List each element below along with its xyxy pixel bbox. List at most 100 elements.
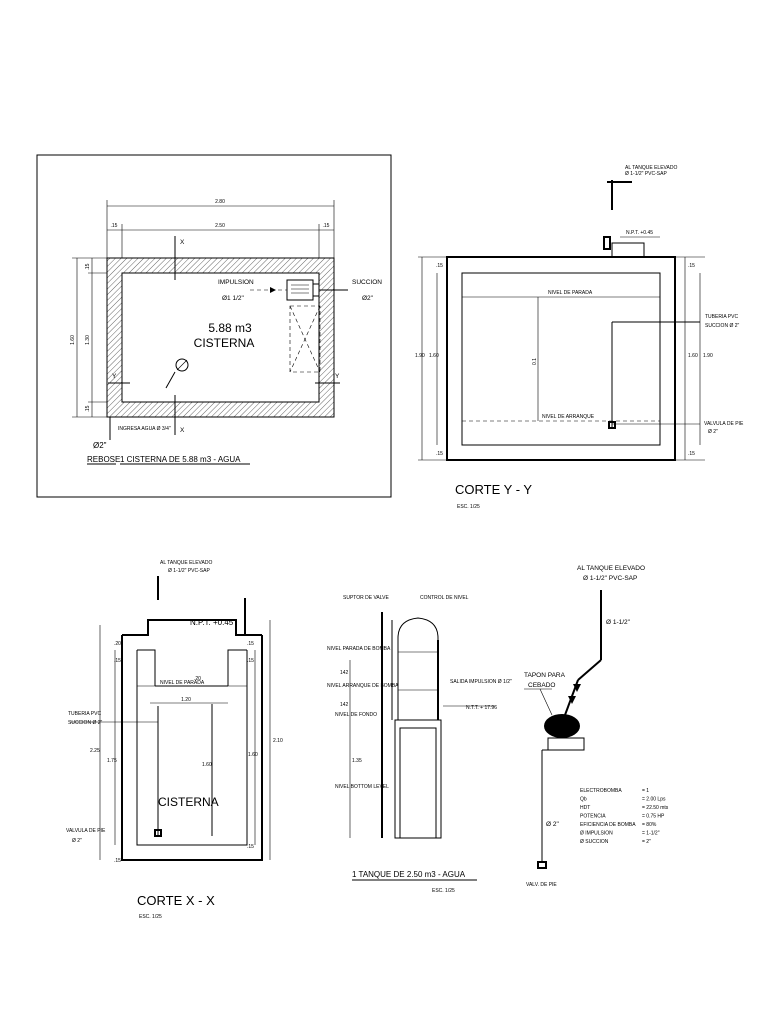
spec-key: Ø SUCCION	[580, 839, 609, 845]
xx-nivel-parada: NIVEL DE PARADA	[160, 680, 205, 686]
yy-scale: ESC. 1/25	[457, 504, 480, 510]
cut-y-label-right: Y	[335, 373, 340, 380]
cistern-name: CISTERNA	[194, 336, 255, 350]
xx-dim-15c: .15	[247, 658, 254, 664]
xx-dim-210: 2.10	[273, 738, 283, 744]
xx-scale: ESC. 1/25	[139, 914, 162, 920]
xx-dim-20: .20	[114, 641, 121, 647]
plan-dim-h3: .15	[85, 263, 91, 270]
corte-xx: AL TANQUE ELEVADO Ø 1-1/2" PVC-SAP N.P.T…	[66, 560, 283, 920]
yy-dim-bot-left: .15	[436, 451, 443, 457]
spec-key: ELECTROBOMBA	[580, 788, 622, 794]
yy-dim-b: 1.60	[429, 353, 439, 359]
xx-al-tanque-pipe: Ø 1-1/2" PVC-SAP	[168, 568, 210, 574]
float-valve-icon	[175, 358, 189, 372]
plan-dim-h2: 1.30	[85, 335, 91, 345]
xx-dim-15d: .15	[114, 858, 121, 864]
check-valve-icon	[573, 684, 581, 692]
spec-key: HDT	[580, 805, 590, 811]
tq-npt: N.T.T. + 17.96	[466, 705, 497, 711]
tq-label-6: SALIDA IMPULSION Ø 1/2"	[450, 679, 512, 685]
motor-icon	[544, 714, 580, 738]
xx-tuberia: TUBERIA PVC	[68, 711, 101, 717]
plan-dim-inner: 2.50	[215, 223, 225, 229]
xx-dim-175: 1.75	[107, 758, 117, 764]
xx-title: CORTE X - X	[137, 893, 215, 908]
tq-scale: ESC. 1/25	[432, 888, 455, 894]
xx-dim-225: 2.25	[90, 748, 100, 754]
tq-label-5: NIVEL DE FONDO	[335, 712, 377, 718]
spec-value: = 1	[642, 788, 649, 794]
cut-x-label-bottom: X	[180, 427, 185, 434]
plan-dim-wall-left: .15	[111, 223, 118, 229]
xx-dim-15b: .15	[247, 641, 254, 647]
bomba-detail: AL TANQUE ELEVADO Ø 1-1/2" PVC-SAP Ø 1-1…	[524, 565, 669, 888]
gate-valve-icon	[568, 696, 576, 704]
xx-npt: N.P.T. +0.45	[190, 618, 234, 627]
succion-label: SUCCION	[352, 279, 382, 286]
spec-value: = 2"	[642, 839, 651, 845]
yy-al-tanque-pipe: Ø 1-1/2" PVC-SAP	[625, 171, 667, 177]
xx-dim-15e: .15	[247, 844, 254, 850]
cistern-volume: 5.88 m3	[208, 321, 252, 335]
yy-title: CORTE Y - Y	[455, 482, 532, 497]
yy-al-tanque: AL TANQUE ELEVADO	[625, 165, 677, 171]
spec-value: = 1-1/2"	[642, 831, 660, 837]
spec-key: EFICIENCIA DE BOMBA	[580, 822, 636, 828]
tq-caption: 1 TANQUE DE 2.50 m3 - AGUA	[352, 870, 466, 879]
yy-nivel-arranque: NIVEL DE ARRANQUE	[542, 414, 595, 420]
rebose-dia: Ø2"	[93, 441, 107, 450]
yy-nivel-parada: NIVEL DE PARADA	[548, 290, 593, 296]
tq-dim-b: 142	[340, 702, 349, 708]
pump-base	[289, 305, 321, 373]
tq-dim-a: 142	[340, 670, 349, 676]
plan-walls	[106, 257, 335, 418]
tq-dim-c: 1.35	[352, 758, 362, 764]
cut-y-label-left: Y	[112, 373, 117, 380]
yy-dim-d: 1.90	[703, 353, 713, 359]
tanque-elevado: SUPTOR DE VALVE CONTROL DE NIVEL NIVEL P…	[327, 595, 512, 894]
succion-dia: Ø2"	[362, 295, 374, 302]
corte-yy: AL TANQUE ELEVADO Ø 1-1/2" PVC-SAP N.P.T…	[415, 165, 744, 510]
cut-x-label-top: X	[180, 239, 185, 246]
yy-succion: SUCCION Ø 2"	[705, 323, 740, 329]
yy-dim-top-right: .15	[688, 263, 695, 269]
spec-key: POTENCIA	[580, 814, 606, 820]
plan-dim-h4: .15	[85, 405, 91, 412]
spec-key: Ø IMPULSION	[580, 831, 613, 837]
plan-frame	[36, 154, 392, 498]
tq-label-3: NIVEL PARADA DE BOMBA	[327, 646, 391, 652]
bomba-al-tanque: AL TANQUE ELEVADO	[577, 565, 645, 572]
yy-valvula-dia: Ø 2"	[708, 429, 718, 435]
yy-dim-top-left: .15	[436, 263, 443, 269]
pump-icon	[286, 279, 314, 301]
xx-outer-wall	[121, 635, 263, 861]
yy-dim-mid: 0.1	[532, 358, 538, 365]
tq-label-7: NIVEL BOTTOM LEVEL	[335, 784, 389, 790]
xx-dim-160a: 1.60	[202, 762, 212, 768]
yy-tank-inner	[461, 272, 661, 446]
xx-al-tanque: AL TANQUE ELEVADO	[160, 560, 212, 566]
pump-base-icon	[547, 737, 585, 751]
xx-valvula-dia: Ø 2"	[72, 838, 82, 844]
plan-dim-h1: 1.60	[70, 335, 76, 345]
xx-dim-160b: 1.60	[248, 752, 258, 758]
bomba-valv: VALV. DE PIE	[526, 882, 557, 888]
tq-label-2: CONTROL DE NIVEL	[420, 595, 469, 601]
xx-dim-15a: .15	[114, 658, 121, 664]
bomba-tapon: TAPON PARA	[524, 672, 566, 679]
yy-tank-outer	[446, 256, 676, 461]
plan-dim-total: 2.80	[215, 199, 225, 205]
yy-dim-bot-right: .15	[688, 451, 695, 457]
plan-caption: 1 CISTERNA DE 5.88 m3 - AGUA	[120, 455, 241, 464]
xx-valvula: VALVULA DE PIE	[66, 828, 106, 834]
tq-label-1: SUPTOR DE VALVE	[343, 595, 390, 601]
yy-tuberia: TUBERIA PVC	[705, 314, 738, 320]
spec-value: = 2.00 Lps	[642, 797, 666, 803]
impulsion-dia: Ø1 1/2"	[222, 295, 245, 302]
bomba-cebado: CEBADO	[528, 682, 555, 689]
xx-succion: SUCCION Ø 2"	[68, 720, 103, 726]
impulsion-label: IMPULSION	[218, 279, 254, 286]
